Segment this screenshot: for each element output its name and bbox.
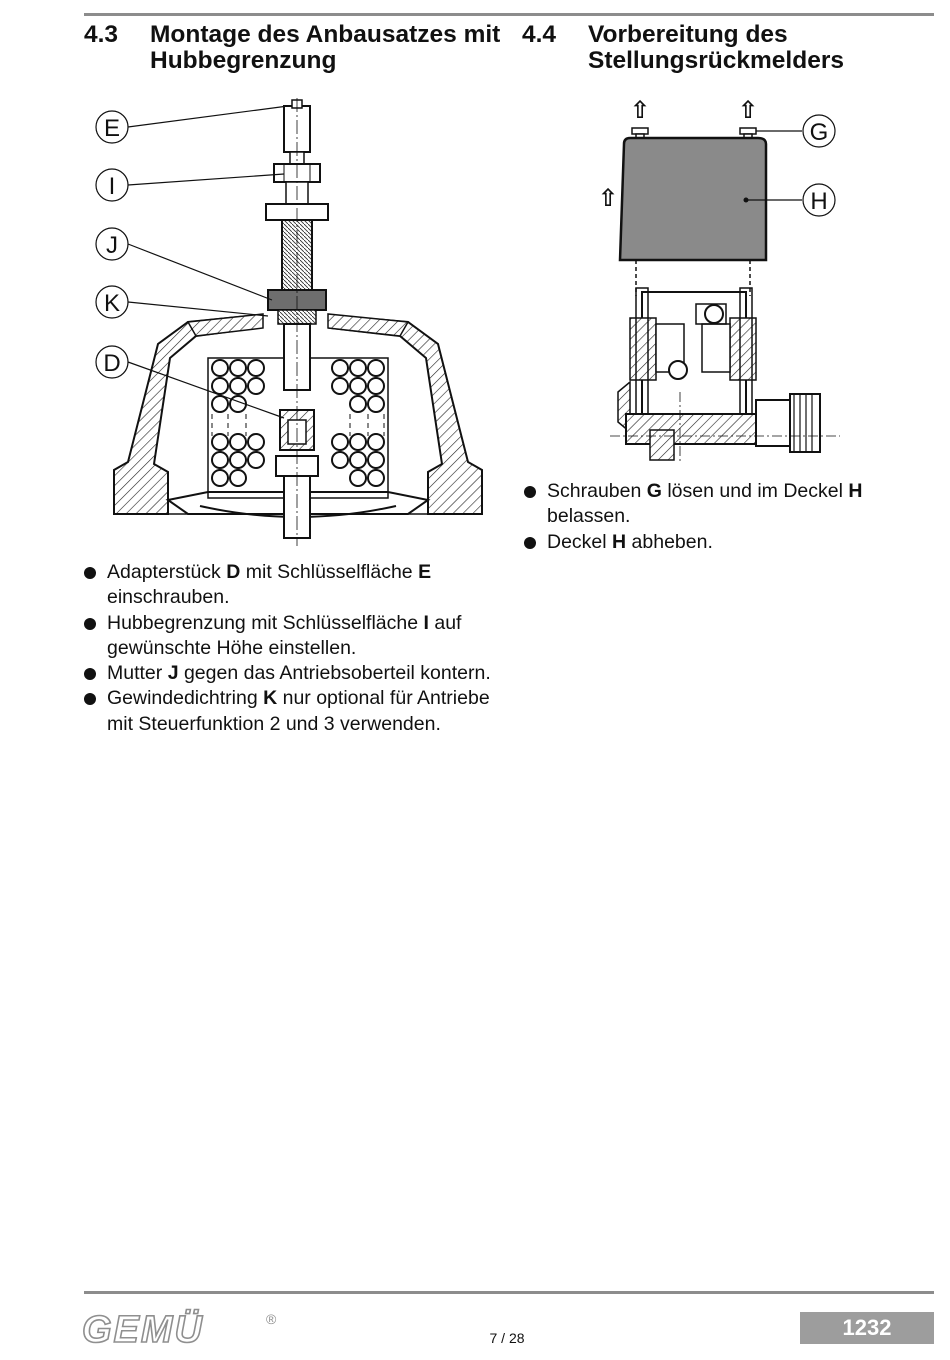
bullet-dot-icon	[84, 567, 96, 579]
callout-label: E	[104, 115, 120, 142]
bullet-text: Gewindedichtring	[107, 687, 264, 710]
registered-mark: ®	[266, 1311, 277, 1327]
gemu-logo: GEMÜ ®	[82, 1308, 277, 1350]
bullet-dot-icon	[524, 486, 536, 498]
bullet-text: mit Schlüsselfläche	[240, 561, 419, 583]
bullet-text: auf gewünschte Höhe einstellen.	[107, 611, 462, 659]
part-reference: H	[848, 480, 863, 502]
bullet-text: nur optional für Antriebe mit Steuerfunk…	[107, 687, 490, 735]
position-indicator-figure: ⇧ ⇧ ⇧ G H	[598, 96, 840, 464]
callout-label: D	[103, 350, 120, 377]
page-number: 7 / 28	[489, 1330, 525, 1346]
instruction-list-4-3: Adapterstück D mit Schlüsselfläche E ein…	[84, 560, 504, 737]
instruction-list-4-4: Schrauben G lösen und im Deckel H belass…	[524, 479, 904, 555]
part-reference: D	[226, 561, 241, 583]
bullet-dot-icon	[84, 693, 96, 706]
bullet-item: Gewindedichtring K nur optional für Antr…	[84, 686, 504, 737]
bullet-item: Hubbegrenzung mit Schlüsselfläche I auf …	[84, 611, 504, 662]
part-reference: K	[263, 687, 278, 710]
bullet-dot-icon	[84, 668, 96, 681]
document-number-badge: 1232	[800, 1312, 934, 1344]
section-number: 4.3	[84, 21, 119, 48]
section-title: Vorbereitung des Stellungsrückmelders	[588, 21, 844, 74]
actuator-stroke-limiter-figure: E I J K D	[95, 98, 483, 546]
part-reference: H	[612, 530, 627, 553]
logo-wordmark: GEMÜ	[82, 1308, 204, 1350]
callout-label: H	[810, 188, 827, 215]
bullet-text: einschrauben.	[107, 586, 230, 609]
bullet-text: Deckel	[547, 530, 613, 553]
part-reference: E	[418, 561, 432, 583]
lift-arrow-icon: ⇧	[630, 96, 650, 124]
bullet-text: abheben.	[626, 530, 713, 553]
lift-arrow-icon: ⇧	[598, 184, 618, 212]
bullet-text: belassen.	[547, 505, 631, 528]
callout-label: J	[106, 232, 118, 259]
bullet-text: Schrauben	[547, 480, 647, 502]
callout-label: K	[104, 290, 120, 317]
bullet-item: Schrauben G lösen und im Deckel H belass…	[524, 479, 904, 530]
bullet-text: gegen das Antriebsoberteil kontern.	[178, 662, 491, 685]
callout-label: I	[109, 173, 116, 200]
part-reference: G	[646, 480, 662, 502]
section-number: 4.4	[522, 21, 557, 48]
bullet-text: Mutter	[107, 662, 168, 685]
bullet-text: Hubbegrenzung mit Schlüsselfläche	[107, 611, 424, 634]
part-reference: I	[423, 611, 429, 634]
bullet-text: lösen und im Deckel	[661, 480, 849, 502]
part-reference: J	[167, 662, 179, 685]
top-rule	[84, 13, 934, 16]
bullet-dot-icon	[524, 536, 536, 549]
bullet-text: Adapterstück	[107, 561, 227, 583]
bullet-item: Mutter J gegen das Antriebsoberteil kont…	[84, 661, 504, 686]
bullet-item: Deckel H abheben.	[524, 530, 904, 555]
bullet-item: Adapterstück D mit Schlüsselfläche E ein…	[84, 560, 504, 611]
section-title: Montage des Anbausatzes mit Hubbegrenzun…	[150, 21, 501, 74]
bullet-dot-icon	[84, 617, 96, 630]
bottom-rule	[84, 1291, 934, 1294]
lift-arrow-icon: ⇧	[738, 96, 758, 124]
callout-label: G	[810, 119, 829, 146]
